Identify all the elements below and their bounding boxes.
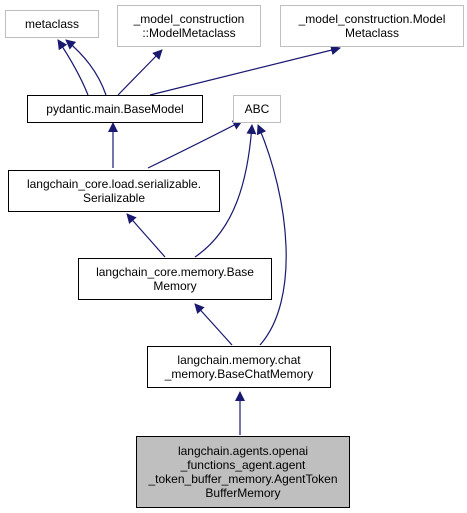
node-metaclass[interactable]: metaclass	[5, 10, 99, 38]
edge-serializable-basememory	[126, 213, 166, 258]
node-label: ABC	[244, 102, 270, 116]
node-label: langchain_core.load.serializable.	[26, 177, 202, 191]
node-serializable[interactable]: langchain_core.load.serializable. Serial…	[8, 170, 220, 212]
edge-basememory-basechatmemory	[194, 303, 233, 346]
edge-abc-serializable	[147, 120, 243, 169]
edge-metaclass-basemodel-a	[57, 39, 89, 96]
node-label: metaclass	[24, 17, 80, 31]
edge-abc-basememory	[194, 124, 257, 258]
node-label: BufferMemory	[205, 486, 281, 500]
edge-modelmetaclass-basemodel	[117, 49, 163, 96]
edge-abc-basechatmemory	[256, 124, 287, 346]
node-label: langchain.agents.openai	[177, 444, 309, 458]
node-label: _token_buffer_memory.AgentToken	[148, 472, 338, 486]
node-label: Memory	[153, 279, 197, 293]
node-label: langchain_core.memory.Base	[96, 265, 254, 279]
node-label: langchain.memory.chat	[177, 353, 301, 367]
node-model-construction-metaclass[interactable]: _model_construction ::ModelMetaclass	[117, 5, 261, 47]
node-label: _model_construction	[133, 12, 245, 26]
node-base-memory[interactable]: langchain_core.memory.Base Memory	[78, 258, 272, 300]
node-label: pydantic.main.BaseModel	[46, 102, 184, 116]
node-abc[interactable]: ABC	[233, 95, 281, 123]
node-base-chat-memory[interactable]: langchain.memory.chat _memory.BaseChatMe…	[147, 346, 331, 388]
node-label: _model_construction.Model	[298, 12, 446, 26]
node-label: Serializable	[82, 191, 146, 205]
node-label: Metaclass	[344, 26, 400, 40]
edge-modelmetaclass2-basemodel	[149, 45, 341, 96]
node-agent-token-buffer-memory[interactable]: langchain.agents.openai _functions_agent…	[136, 436, 350, 508]
node-label: _memory.BaseChatMemory	[164, 367, 314, 381]
node-label: _functions_agent.agent	[180, 458, 306, 472]
node-base-model[interactable]: pydantic.main.BaseModel	[27, 95, 203, 123]
node-label: ::ModelMetaclass	[142, 26, 236, 40]
edge-metaclass-basemodel-b	[65, 39, 107, 96]
node-model-construction-model-metaclass[interactable]: _model_construction.Model Metaclass	[280, 5, 464, 47]
